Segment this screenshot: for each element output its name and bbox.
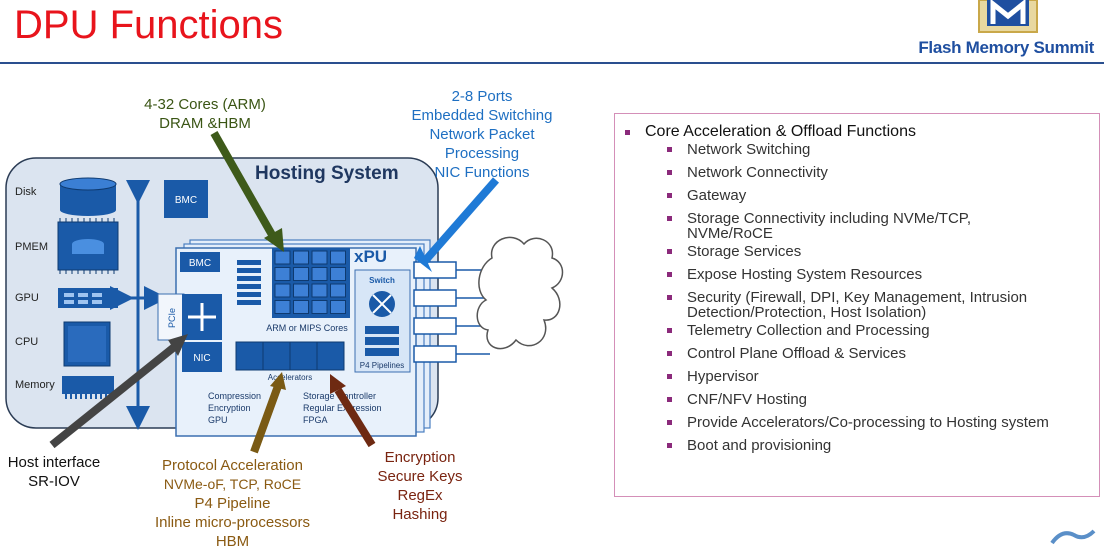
network-cloud	[476, 236, 564, 350]
core-cell	[330, 300, 346, 314]
accel-fpga: FPGA	[303, 415, 328, 425]
core-cell	[311, 267, 328, 281]
function-item: Telemetry Collection and Processing	[667, 323, 1099, 343]
core-cell	[274, 250, 291, 265]
hosting-system-label: Hosting System	[255, 163, 399, 184]
crypto-callout: Encryption Secure Keys RegEx Hashing	[377, 449, 463, 523]
accel-gpu: GPU	[208, 415, 228, 425]
core-cell	[311, 300, 328, 314]
function-item: Control Plane Offload & Services	[667, 346, 1099, 366]
memory-label: Memory	[15, 379, 55, 391]
svg-text:NIC: NIC	[193, 353, 210, 364]
logo-text: Flash Memory Summit	[918, 38, 1094, 57]
svg-text:Switch: Switch	[369, 276, 395, 285]
svg-text:PCIe: PCIe	[167, 308, 177, 328]
crypto-arrow	[334, 387, 376, 448]
function-item: Gateway	[667, 188, 1099, 208]
gpu-icon	[58, 288, 118, 308]
function-item: Boot and provisioning	[667, 438, 1099, 458]
svg-text:BMC: BMC	[189, 258, 211, 269]
page-title: DPU Functions	[14, 3, 283, 47]
core-cell	[330, 267, 346, 281]
accel-regex: Regular Expression	[303, 403, 382, 413]
function-item: Hypervisor	[667, 369, 1099, 389]
core-cell	[274, 300, 291, 314]
function-item: Expose Hosting System Resources	[667, 267, 1099, 287]
core-cell	[293, 250, 309, 265]
accelerators-block	[235, 341, 345, 371]
p4-label: P4 Pipelines	[360, 361, 404, 370]
host-interface-arrow	[49, 340, 181, 449]
pcie-block	[157, 293, 185, 341]
functions-heading: Core Acceleration & Offload Functions	[625, 122, 1099, 142]
function-item: Storage Connectivity including NVMe/TCP,…	[667, 211, 1099, 241]
core-cell	[274, 267, 291, 281]
corner-logo	[1048, 527, 1098, 553]
function-item: Network Switching	[667, 142, 1099, 162]
pmem-label: PMEM	[15, 241, 48, 253]
xpu-title: xPU	[354, 247, 387, 266]
cores-arrow	[210, 131, 279, 242]
svg-text:BMC: BMC	[175, 195, 197, 206]
router-icon	[188, 303, 216, 331]
header-rule	[0, 62, 1104, 64]
switch-block	[354, 269, 411, 373]
function-item: CNF/NFV Hosting	[667, 392, 1099, 412]
dram-icon	[237, 260, 261, 305]
cores-label: ARM or MIPS Cores	[266, 323, 348, 333]
core-cell	[330, 283, 346, 298]
switch-icon	[369, 291, 395, 317]
accel-encryption: Encryption	[208, 403, 251, 413]
cpu-label: CPU	[15, 336, 38, 348]
gpu-label: GPU	[15, 292, 39, 304]
dpu-diagram: Hosting System Disk PMEM GPU CPU Memory	[5, 131, 564, 454]
cores-callout: 4-32 Cores (ARM) DRAM &HBM	[144, 96, 266, 132]
core-cell	[293, 267, 309, 281]
host-interface-callout: Host interface SR-IOV	[7, 454, 101, 490]
accel-compression: Compression	[208, 391, 261, 401]
p4-pipeline-icon	[365, 326, 399, 356]
disk-icon	[59, 177, 117, 216]
core-cell	[293, 283, 309, 298]
cpu-icon	[63, 321, 111, 367]
disk-label: Disk	[15, 186, 37, 198]
nic-block	[182, 342, 222, 372]
protocol-arrow	[250, 384, 282, 454]
flash-memory-summit-logo	[977, 0, 1041, 34]
card-bmc	[180, 252, 220, 272]
protocol-callout: Protocol Acceleration NVMe-oF, TCP, RoCE…	[154, 457, 311, 550]
ports-callout: 2-8 Ports Embedded Switching Network Pac…	[411, 88, 553, 181]
function-item: Security (Firewall, DPI, Key Management,…	[667, 290, 1099, 320]
core-cell	[330, 250, 346, 265]
function-item: Storage Services	[667, 244, 1099, 264]
accelerators-label: Accelerators	[268, 373, 312, 382]
core-cell	[274, 283, 291, 298]
host-bmc	[164, 180, 208, 218]
memory-icon	[62, 376, 114, 399]
functions-panel: Core Acceleration & Offload Functions Ne…	[614, 113, 1100, 497]
ports-arrow	[420, 177, 500, 265]
core-cell	[311, 283, 328, 298]
function-item: Network Connectivity	[667, 165, 1099, 185]
core-cell	[311, 250, 328, 265]
function-item: Provide Accelerators/Co-processing to Ho…	[667, 415, 1099, 435]
pmem-icon	[57, 218, 119, 274]
core-cell	[293, 300, 309, 314]
core-grid	[272, 248, 350, 318]
